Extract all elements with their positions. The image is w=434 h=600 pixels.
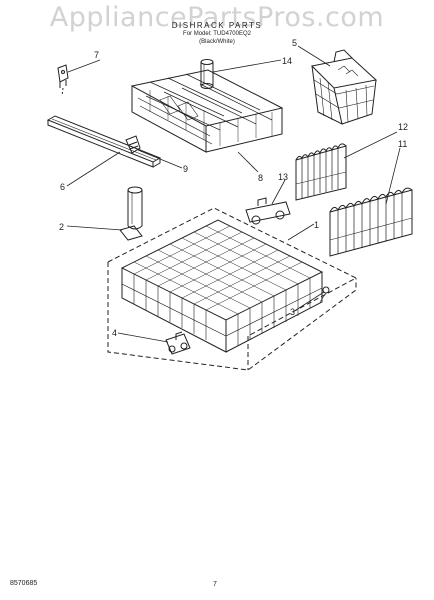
part-upper-rack-8 — [130, 69, 284, 153]
part-track-rail-6 — [46, 115, 162, 168]
callout-13: 13 — [278, 172, 288, 182]
diagram-title: DISHRACK PARTS — [171, 21, 263, 30]
part-shelf-12 — [295, 143, 347, 201]
part-shelf-11 — [329, 187, 413, 257]
callout-14: 14 — [282, 56, 292, 66]
part-stem-14 — [200, 59, 214, 89]
callout-2: 2 — [59, 222, 64, 232]
part-silverware-basket-5 — [310, 49, 378, 125]
part-bumper-3 — [319, 286, 330, 303]
callout-8: 8 — [258, 173, 263, 183]
callout-numbers: 7 6 9 8 14 5 12 11 13 2 1 3 4 — [59, 38, 408, 338]
callout-3: 3 — [290, 307, 295, 317]
footer-page-number: 7 — [213, 581, 217, 588]
watermark: AppliancePartsPros.com — [49, 2, 385, 33]
callout-11: 11 — [398, 139, 407, 149]
part-lower-rack-outline-1 — [107, 207, 358, 371]
footer-code: 8570685 — [10, 580, 38, 587]
callout-12: 12 — [398, 122, 408, 132]
color-line: (Black/White) — [199, 39, 235, 45]
part-stop-clip-7 — [57, 64, 69, 97]
part-wheel-clip-4 — [165, 331, 191, 355]
callout-4: 4 — [112, 328, 117, 338]
model-line: For Model: TUD4700EQ2 — [183, 31, 251, 37]
leader-lines — [66, 45, 401, 343]
callout-5: 5 — [292, 38, 297, 48]
part-stem-2 — [119, 186, 143, 241]
callout-7: 7 — [94, 50, 99, 60]
part-adjuster-9 — [125, 135, 141, 154]
callout-6: 6 — [60, 182, 65, 192]
part-roller-13 — [245, 197, 291, 225]
callout-9: 9 — [183, 164, 188, 174]
part-lower-rack-1 — [120, 219, 324, 353]
callout-1: 1 — [314, 220, 319, 230]
